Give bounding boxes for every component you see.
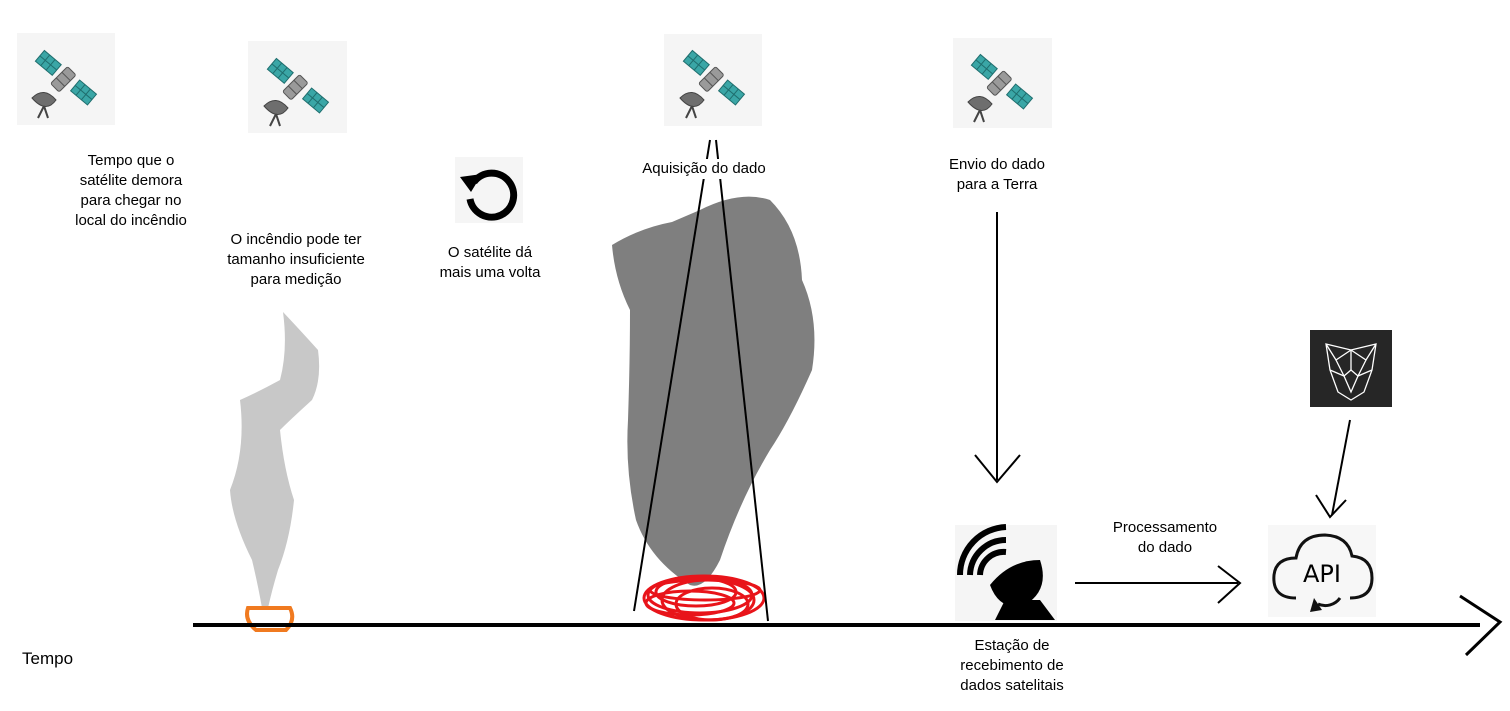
satellite-icon (953, 38, 1052, 128)
large-fire (642, 574, 766, 622)
acquisition-label: Aquisição do dado (620, 159, 788, 179)
fire-too-small-label: O incêndio pode ter tamanho insuficiente… (227, 231, 365, 288)
time-to-reach-label: Tempo que o satélite demora para chegar … (75, 152, 187, 229)
time-axis-label: Tempo (22, 649, 74, 668)
small-smoke-plume (230, 312, 320, 608)
time-axis (193, 594, 1503, 657)
satellite-icon (248, 41, 347, 133)
satellite-dish-icon (955, 524, 1057, 621)
ground-station-label: Estação de recebimento de dados satelita… (960, 637, 1064, 694)
small-fire (245, 606, 295, 632)
jaguar-logo-icon (1310, 330, 1392, 407)
processing-arrow (1075, 565, 1242, 604)
another-orbit-label: O satélite dá mais uma volta (439, 244, 541, 281)
large-smoke-plume (612, 196, 815, 586)
downlink-arrow (974, 212, 1021, 484)
processing-label: Processamento do dado (1112, 519, 1218, 556)
satellite-icon (664, 34, 762, 126)
api-cloud-icon (1268, 525, 1376, 617)
satellite-icon (17, 33, 115, 125)
acquisition-beam (633, 139, 769, 622)
send-to-earth-label: Envio do dado para a Terra (949, 156, 1045, 193)
logo-to-api-arrow (1315, 419, 1351, 519)
api-label: API (1303, 560, 1341, 588)
refresh-cycle-icon (455, 157, 523, 223)
